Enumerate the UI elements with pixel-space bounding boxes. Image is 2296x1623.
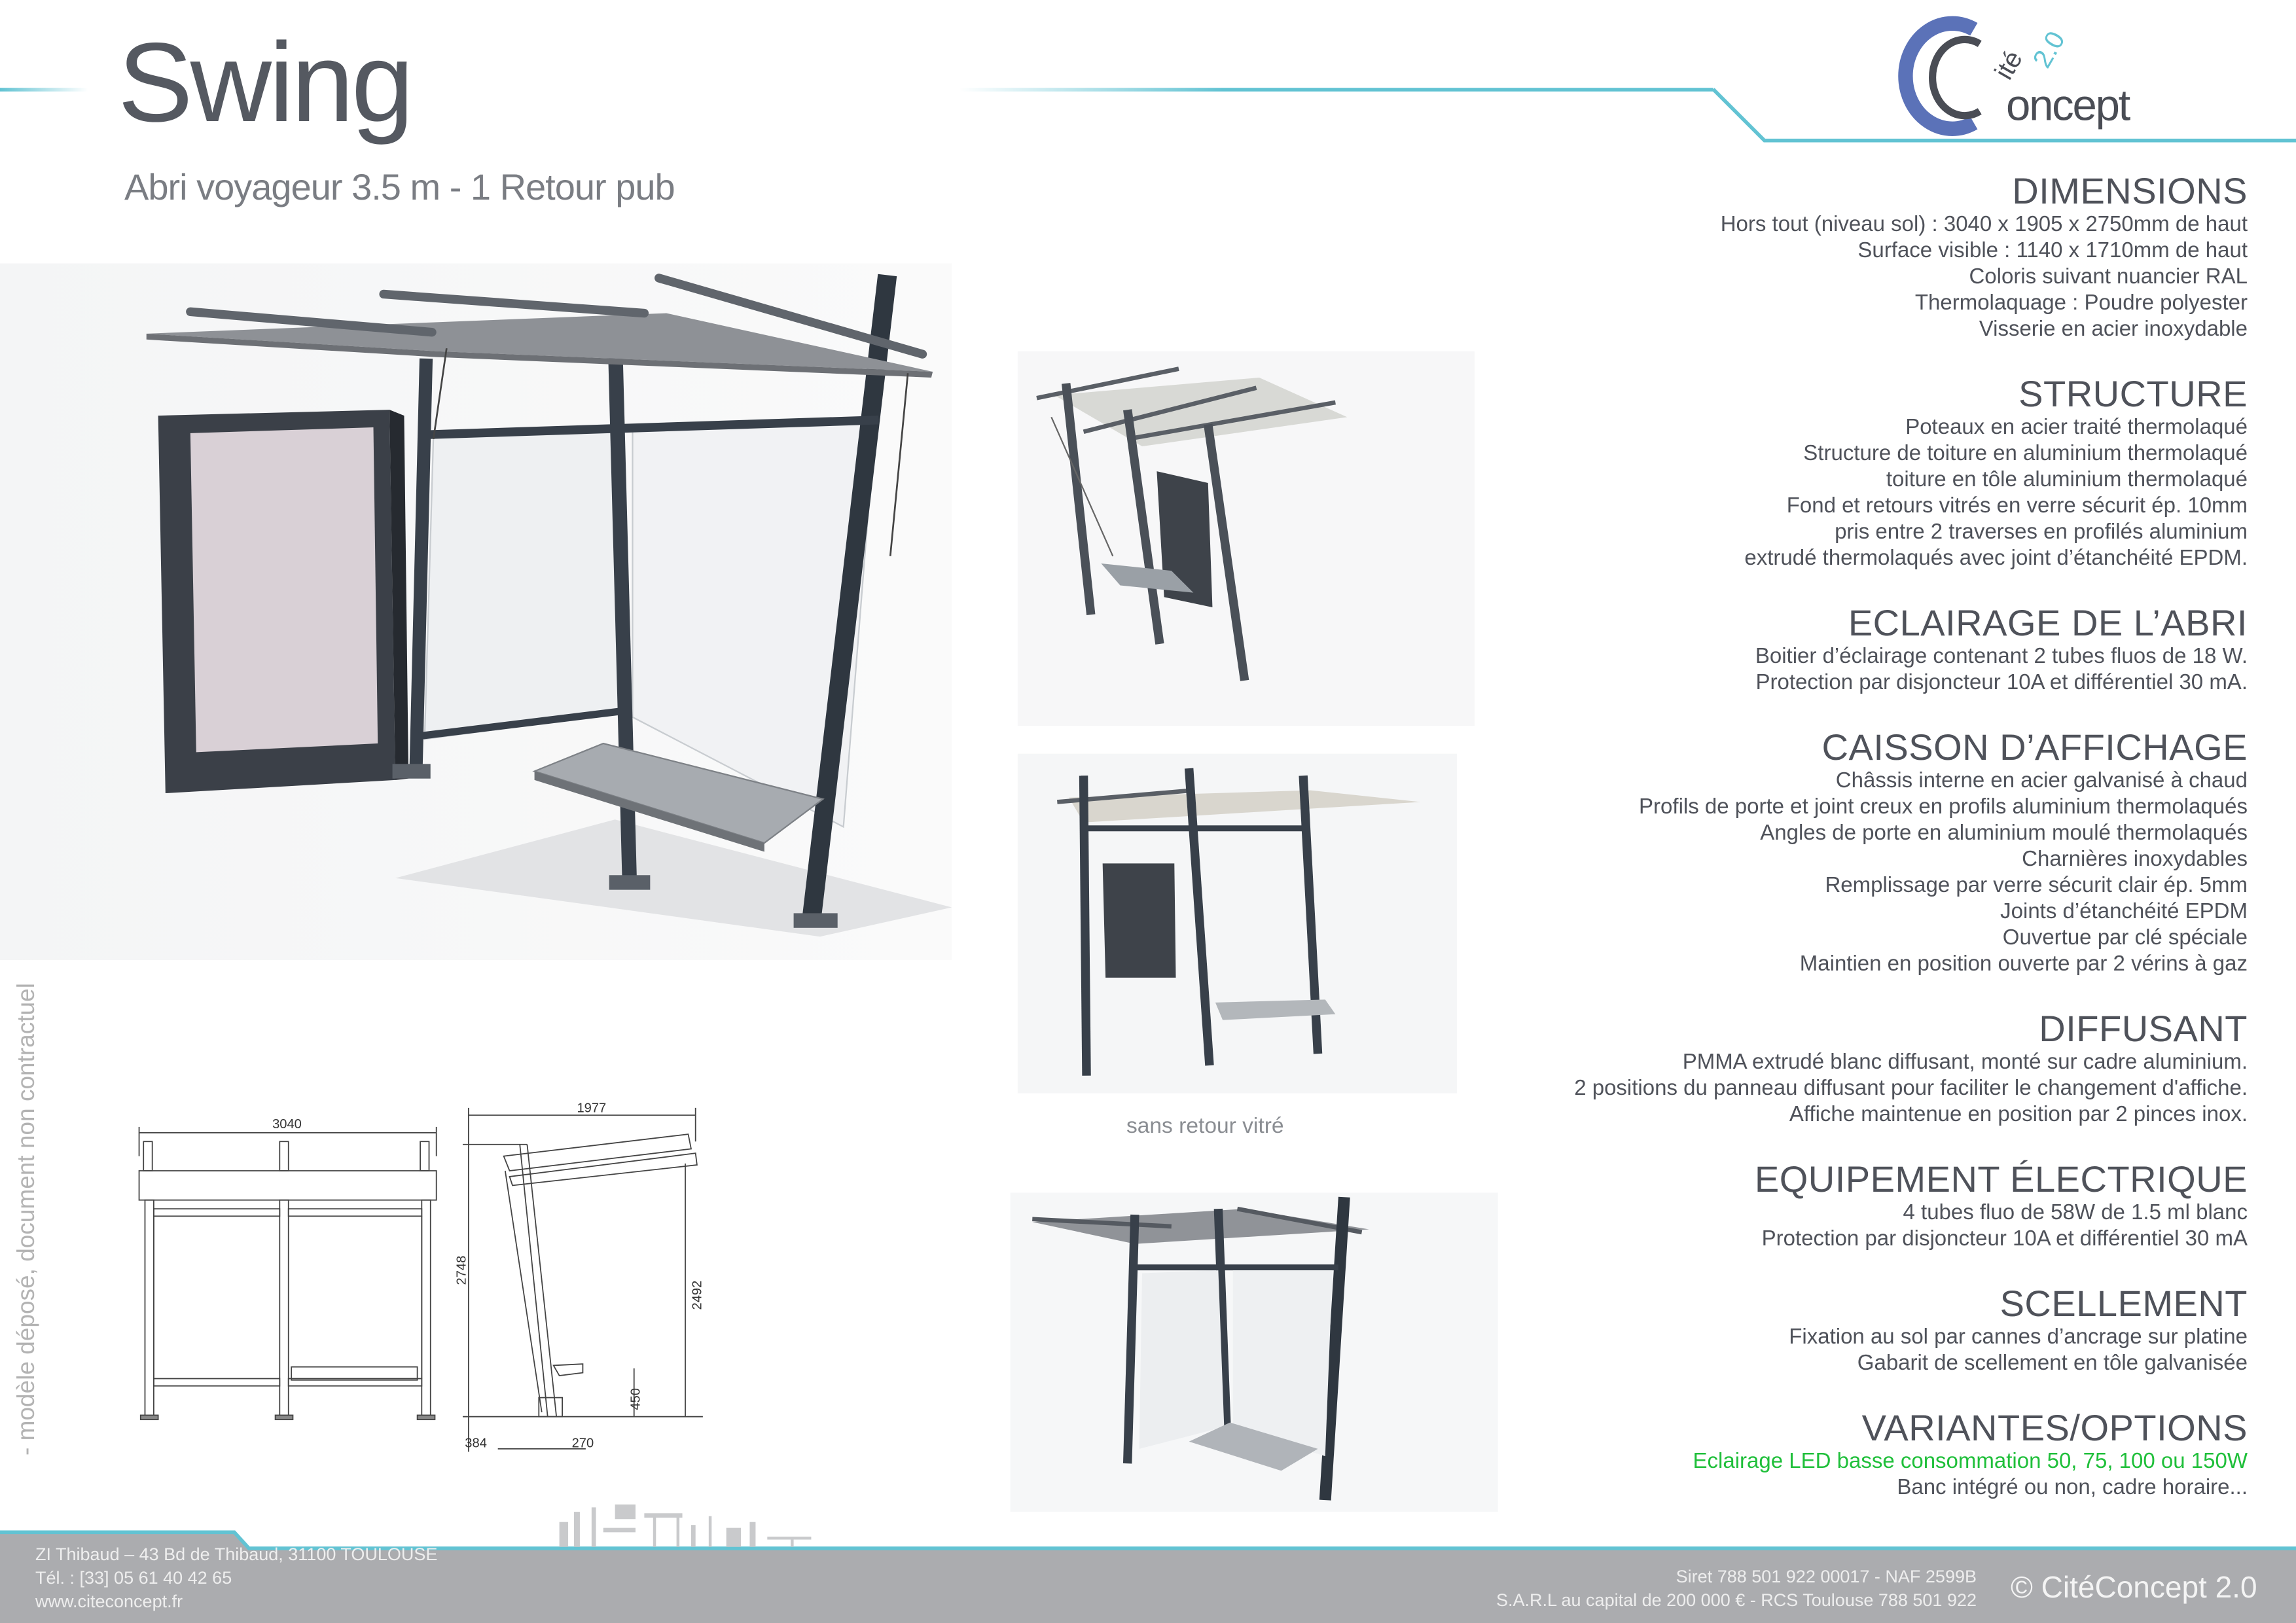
spec-line: Joints d’étanchéité EPDM <box>2000 899 2248 923</box>
spec-scellement: SCELLEMENT Fixation au sol par cannes d’… <box>1789 1284 2248 1376</box>
spec-line: Surface visible : 1140 x 1710mm de haut <box>1857 238 2248 262</box>
spec-heading: STRUCTURE <box>2018 373 2248 414</box>
front-elevation-drawing <box>138 1126 437 1421</box>
svg-text:2.0: 2.0 <box>2027 26 2071 73</box>
spec-line: Poteaux en acier traité thermolaqué <box>1905 414 2248 438</box>
spec-line-highlight: Eclairage LED basse consommation 50, 75,… <box>1693 1448 2248 1472</box>
spec-line: Châssis interne en acier galvanisé à cha… <box>1835 768 2248 792</box>
footer-phone: Tél. : [33] 05 61 40 42 65 <box>35 1568 232 1588</box>
footer-capital: S.A.R.L au capital de 200 000 € - RCS To… <box>1496 1590 1977 1610</box>
spec-heading: DIFFUSANT <box>2039 1008 2248 1049</box>
spec-line: 4 tubes fluo de 58W de 1.5 ml blanc <box>1903 1200 2248 1224</box>
spec-line: extrudé thermolaqués avec joint d’étanch… <box>1744 545 2248 569</box>
spec-heading: CAISSON D’AFFICHAGE <box>1821 726 2248 768</box>
spec-structure: STRUCTURE Poteaux en acier traité thermo… <box>1744 374 2248 571</box>
spec-caisson: CAISSON D’AFFICHAGE Châssis interne en a… <box>1639 728 2248 976</box>
spec-diffusant: DIFFUSANT PMMA extrudé blanc diffusant, … <box>1574 1009 2248 1127</box>
spec-heading: ECLAIRAGE DE L’ABRI <box>1848 602 2248 643</box>
spec-line: Gabarit de scellement en tôle galvanisée <box>1857 1350 2248 1374</box>
spec-line: Protection par disjoncteur 10A et différ… <box>1755 669 2248 694</box>
spec-eclairage: ECLAIRAGE DE L’ABRI Boitier d’éclairage … <box>1755 603 2248 695</box>
dim-offset-left: 384 <box>465 1436 487 1451</box>
spec-line: Angles de porte en aluminium moulé therm… <box>1760 820 2248 844</box>
spec-heading: EQUIPEMENT ÉLECTRIQUE <box>1754 1158 2248 1200</box>
spec-dimensions: DIMENSIONS Hors tout (niveau sol) : 3040… <box>1721 171 2248 342</box>
dim-base-width: 270 <box>572 1436 594 1451</box>
dim-bench-height: 450 <box>629 1388 643 1410</box>
dim-front-width: 3040 <box>272 1117 302 1132</box>
footer-siret: Siret 788 501 922 00017 - NAF 2599B <box>1676 1567 1977 1586</box>
main-shelter-render <box>0 263 952 960</box>
citeconcept-logo: oncept ité 2.0 <box>1898 16 2132 136</box>
spec-line: PMMA extrudé blanc diffusant, monté sur … <box>1682 1049 2248 1073</box>
spec-line: Remplissage par verre sécurit clair ép. … <box>1825 872 2248 897</box>
spec-line: Boitier d’éclairage contenant 2 tubes fl… <box>1755 643 2248 668</box>
spec-line: Ouvertue par clé spéciale <box>2002 925 2248 949</box>
spec-line: Thermolaquage : Poudre polyester <box>1914 290 2248 314</box>
spec-line: Banc intégré ou non, cadre horaire... <box>1897 1474 2248 1499</box>
dim-roof-height: 2492 <box>691 1281 705 1310</box>
spec-line: Fond et retours vitrés en verre sécurit … <box>1786 493 2248 517</box>
spec-equipement: EQUIPEMENT ÉLECTRIQUE 4 tubes fluo de 58… <box>1755 1160 2248 1251</box>
spec-line: Charnières inoxydables <box>2022 846 2248 870</box>
spec-variantes: VARIANTES/OPTIONS Eclairage LED basse co… <box>1693 1408 2248 1500</box>
page-title: Swing <box>118 20 414 145</box>
svg-text:ité: ité <box>1989 46 2028 84</box>
variant-caption: sans retour vitré <box>1126 1114 1284 1138</box>
side-elevation-drawing <box>462 1107 703 1452</box>
dim-side-depth: 1977 <box>577 1101 606 1116</box>
variant-render-2 <box>1017 753 1458 1094</box>
spec-line: Protection par disjoncteur 10A et différ… <box>1761 1226 2248 1250</box>
spec-line: Maintien en position ouverte par 2 vérin… <box>1799 951 2248 975</box>
page-subtitle: Abri voyageur 3.5 m - 1 Retour pub <box>124 166 675 207</box>
spec-heading: DIMENSIONS <box>2012 170 2248 211</box>
spec-line: Structure de toiture en aluminium thermo… <box>1803 440 2248 465</box>
spec-line: Hors tout (niveau sol) : 3040 x 1905 x 2… <box>1720 211 2248 236</box>
footer-copyright: © CitéConcept 2.0 <box>2011 1570 2257 1604</box>
spec-line: Affiche maintenue en position par 2 pinc… <box>1789 1101 2248 1126</box>
footer-address: ZI Thibaud – 43 Bd de Thibaud, 31100 TOU… <box>35 1544 438 1564</box>
spec-heading: SCELLEMENT <box>2000 1283 2248 1324</box>
footer-band <box>0 1530 2296 1623</box>
svg-text:oncept: oncept <box>2006 80 2131 130</box>
spec-line: Coloris suivant nuancier RAL <box>1969 264 2248 288</box>
spec-line: 2 positions du panneau diffusant pour fa… <box>1574 1075 2248 1099</box>
disclaimer: - modèle déposé, document non contractue… <box>12 983 39 1455</box>
footer-website[interactable]: www.citeconcept.fr <box>35 1592 183 1611</box>
spec-line: Profils de porte et joint creux en profi… <box>1639 794 2248 818</box>
variant-render-1 <box>1017 351 1475 726</box>
spec-line: Visserie en acier inoxydable <box>1979 316 2248 340</box>
spec-line: toiture en tôle aluminium thermolaqué <box>1886 467 2248 491</box>
header-accent-line <box>0 88 2296 143</box>
variant-render-3 <box>1010 1192 1498 1512</box>
dim-side-height: 2748 <box>454 1256 469 1285</box>
spec-line: pris entre 2 traverses en profilés alumi… <box>1835 519 2248 543</box>
city-skyline-decoration <box>559 1504 812 1547</box>
spec-line: Fixation au sol par cannes d’ancrage sur… <box>1789 1324 2248 1348</box>
spec-heading: VARIANTES/OPTIONS <box>1861 1407 2248 1448</box>
